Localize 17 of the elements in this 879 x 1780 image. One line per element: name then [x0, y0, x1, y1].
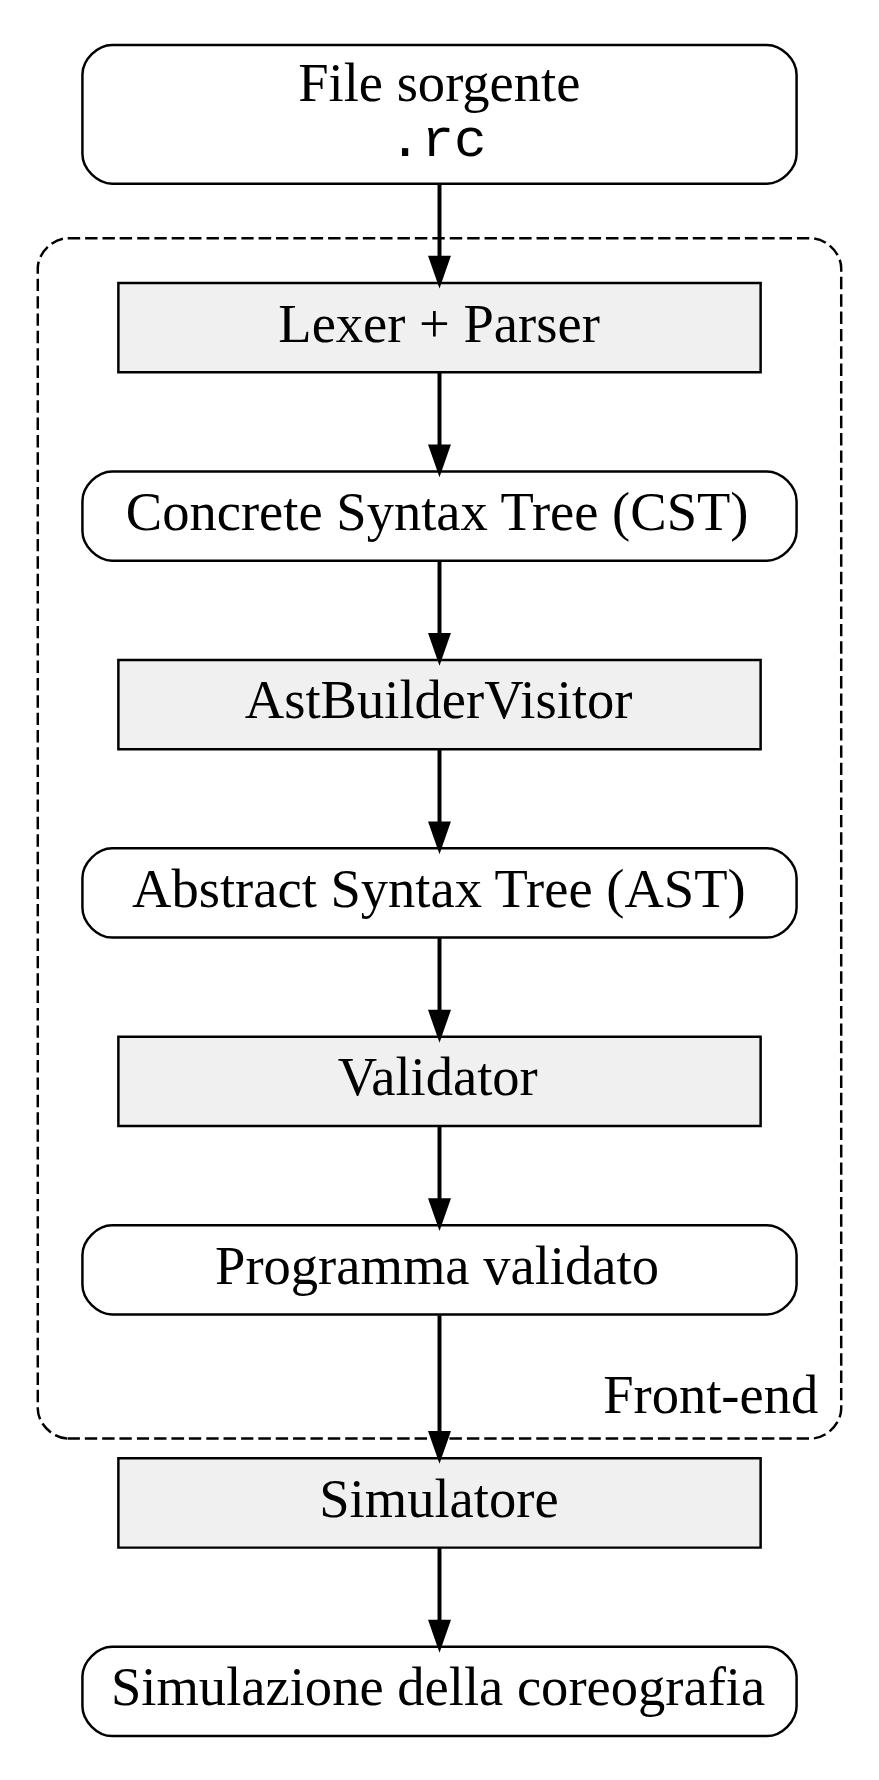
arrow [428, 749, 451, 854]
arrow [428, 560, 451, 666]
arrow [428, 1125, 451, 1231]
node-box: Programma validato [81, 1223, 798, 1316]
node-box: Validator [117, 1035, 762, 1127]
node-box: AstBuilderVisitor [117, 658, 762, 750]
arrow [428, 937, 451, 1043]
node-box: Simulatore [117, 1456, 762, 1549]
node-box: Simulazione della coreografia [81, 1645, 798, 1737]
node-box: Concrete Syntax Tree (CST) [81, 469, 798, 562]
node-box: Abstract Syntax Tree (AST) [81, 846, 798, 939]
arrow [428, 183, 451, 288]
arrow [428, 1547, 451, 1653]
arrow [428, 1314, 451, 1464]
arrow [428, 372, 451, 477]
node-box: File sorgente .rc [81, 43, 798, 185]
node-box: Lexer + Parser [117, 281, 762, 373]
